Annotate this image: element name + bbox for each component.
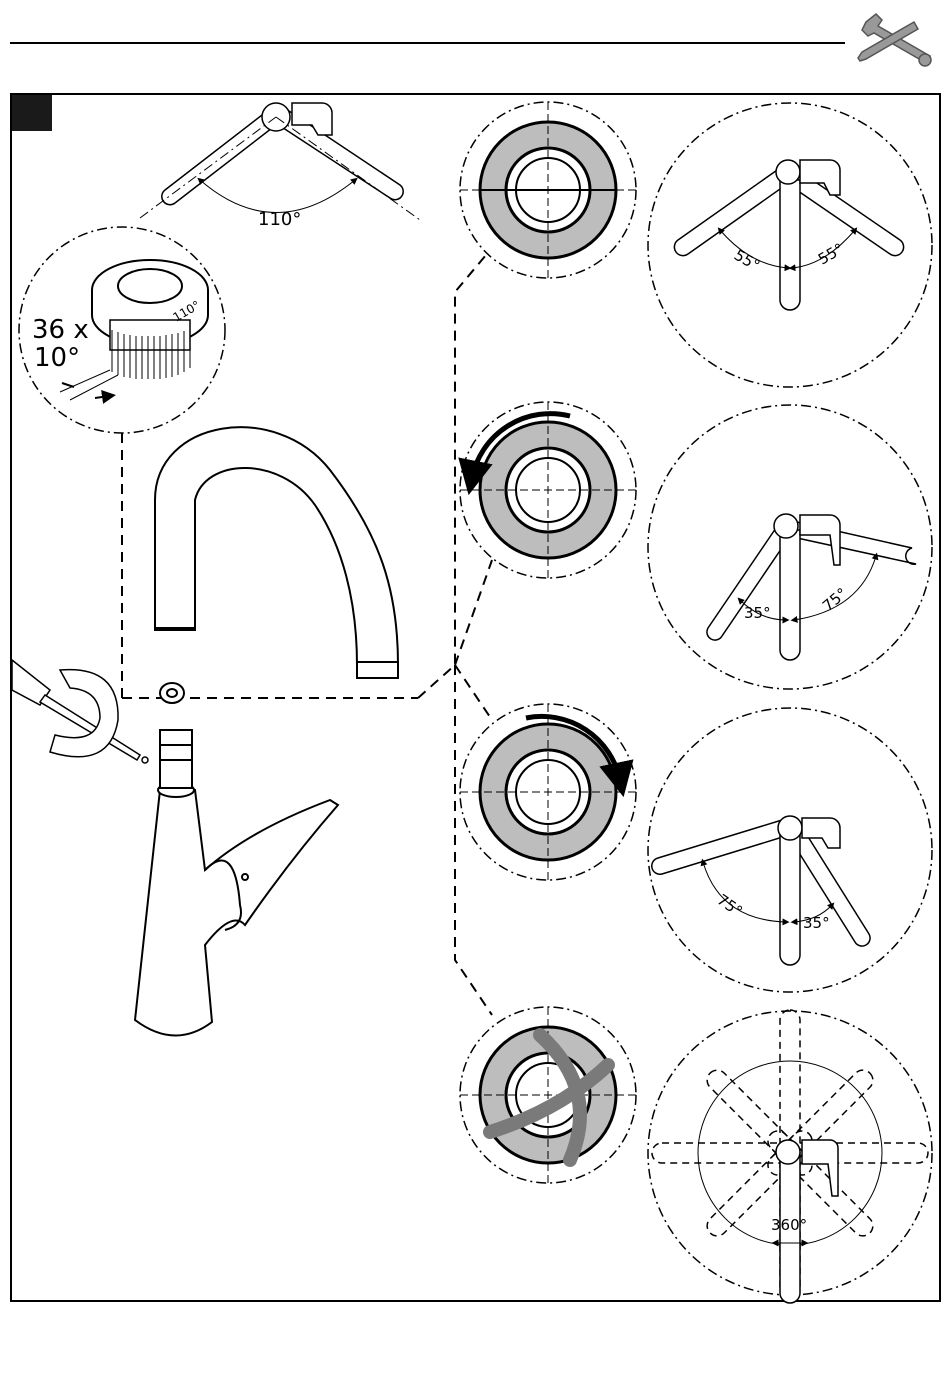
label-top-span: 110° — [258, 209, 301, 230]
label-r2-right: 75° — [819, 584, 851, 615]
cartridge-position-4 — [460, 1007, 636, 1183]
cartridge-position-3 — [460, 704, 636, 880]
label-r1-left: 55° — [731, 246, 763, 275]
label-r3-right: 35° — [803, 914, 830, 932]
label-step: 10° — [34, 343, 80, 373]
faucet-body — [135, 683, 338, 1036]
label-count: 36 x — [32, 315, 89, 345]
step-marker — [12, 95, 52, 131]
angle-view-1 — [648, 103, 932, 387]
angle-view-4 — [648, 1010, 932, 1303]
cartridge-position-2 — [460, 402, 636, 578]
wrench-screwdriver-icon — [858, 14, 931, 66]
label-r2-left: 35° — [744, 604, 771, 622]
cartridge-position-1 — [460, 102, 636, 278]
label-r4-full: 360° — [771, 1216, 807, 1234]
angle-view-2 — [648, 405, 932, 689]
angle-view-3 — [648, 708, 932, 992]
label-r3-left: 75° — [714, 891, 746, 921]
screwdriver-icon — [12, 660, 148, 763]
spout-span-110 — [140, 103, 420, 220]
spout-gooseneck — [155, 427, 398, 678]
